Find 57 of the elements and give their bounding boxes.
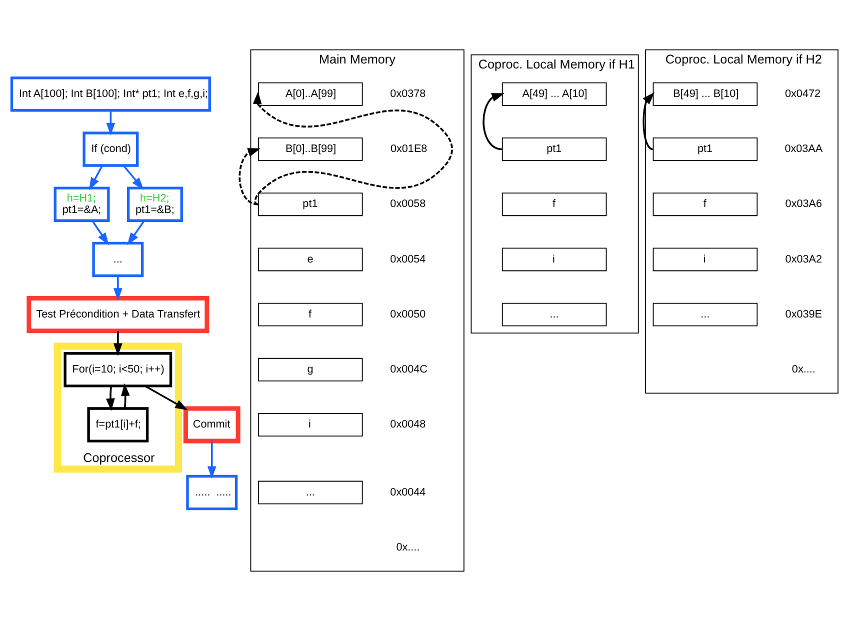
node-box: i — [258, 412, 363, 436]
arrow — [207, 440, 216, 478]
label: 0x0050 — [390, 308, 426, 320]
label: 0x03A6 — [785, 198, 822, 210]
node-box: h=H2; pt1=&B; — [126, 186, 183, 222]
node-box: pt1 — [258, 192, 363, 216]
node-box: ... — [502, 302, 607, 326]
arrow — [88, 164, 104, 190]
label: 0x0378 — [390, 87, 426, 100]
label: 0x0472 — [785, 87, 821, 100]
node-box: ... — [652, 302, 758, 326]
arrow — [144, 384, 188, 410]
node-box: For(i=10; i<50; i++) — [64, 352, 172, 387]
node-box: f=pt1[i]+f; — [87, 406, 149, 442]
arrow — [106, 110, 116, 135]
node-box: h=H1; pt1=&A; — [54, 186, 110, 222]
node-box: If (cond) — [82, 131, 139, 166]
node-box: ... — [258, 480, 363, 504]
arrow — [113, 275, 122, 300]
node-box: f — [258, 302, 363, 326]
node-box: pt1 — [502, 136, 607, 160]
label: 0x0044 — [390, 486, 426, 498]
node-box: B[0]..B[99] — [258, 136, 363, 160]
node-box: A[49] ... A[10] — [502, 82, 607, 106]
label: 0x0048 — [390, 418, 426, 430]
node-box: B[49] ... B[10] — [652, 82, 758, 106]
arrow — [120, 382, 130, 408]
node-box: i — [652, 247, 758, 271]
arrow — [113, 330, 122, 356]
arrow — [106, 385, 115, 411]
label: 0x0058 — [390, 198, 426, 210]
arrow — [482, 92, 504, 150]
node-box: f — [502, 192, 607, 216]
node-box: pt1 — [652, 136, 758, 160]
label: 0x03A2 — [785, 252, 822, 265]
arrow — [252, 90, 453, 204]
node-box: g — [258, 357, 363, 381]
label: 0x03AA — [784, 142, 823, 155]
node-box: Int A[100]; Int B[100]; Int* pt1; Int e,f,g,i; — [10, 76, 211, 112]
label: 0x01E8 — [390, 142, 428, 155]
node-box: A[0]..A[99] — [258, 82, 363, 106]
arrow — [127, 220, 145, 245]
node-box: ..... ..... — [186, 474, 238, 510]
node-box: Test Précondition + Data Transfert — [26, 296, 210, 333]
arrow — [92, 220, 109, 245]
node-box: f — [652, 192, 758, 216]
label: 0x.... — [792, 362, 816, 375]
label: 0x.... — [396, 540, 420, 553]
node-box: ... — [92, 241, 144, 277]
label: 0x004C — [390, 362, 428, 375]
arrow — [122, 164, 144, 190]
node-box: Commit — [183, 406, 240, 443]
label: 0x039E — [785, 308, 822, 320]
arrow — [238, 148, 261, 205]
node-box: e — [258, 247, 363, 271]
node-box: i — [502, 247, 607, 271]
label: 0x0054 — [390, 252, 426, 265]
